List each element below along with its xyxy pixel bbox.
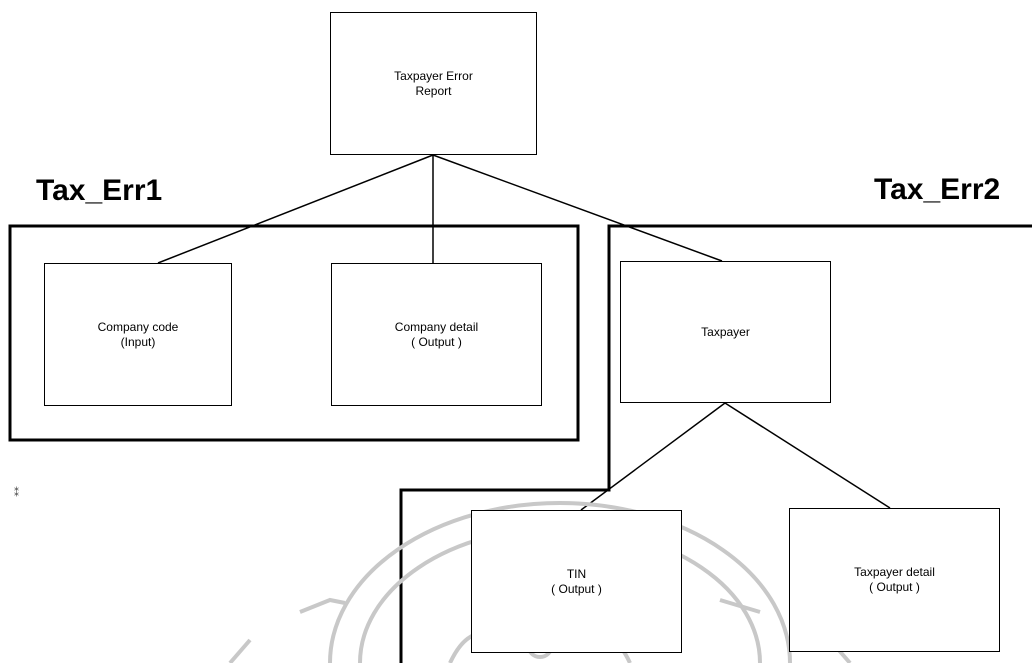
group-boundary-tax-err1 <box>8 224 580 442</box>
node-tin: TIN ( Output ) <box>471 510 682 653</box>
node-taxpayer-error-report: Taxpayer Error Report <box>330 12 537 155</box>
node-label-line2: ( Output ) <box>411 334 462 349</box>
node-label-line1: Taxpayer Error <box>394 68 473 83</box>
node-label-line1: Company detail <box>394 319 479 334</box>
connector-taxpayer-tin <box>580 402 726 511</box>
connector-root-taxpayer <box>432 154 723 262</box>
node-label-line1: Taxpayer <box>701 324 750 339</box>
node-label-line2: ( Output ) <box>869 580 920 594</box>
node-label-line1: Company code <box>97 319 179 334</box>
node-label-line1: TIN <box>566 566 587 581</box>
connector-taxpayer-detail <box>724 402 891 509</box>
node-company-detail: Company detail ( Output ) <box>331 263 542 406</box>
node-label-line2: (Input) <box>120 334 156 349</box>
node-company-code: Company code (Input) <box>44 263 232 406</box>
group-label-tax-err2: Tax_Err2 <box>874 173 1001 206</box>
scan-speck: ⁑ <box>14 487 19 499</box>
node-label-line2: ( Output ) <box>551 581 602 596</box>
group-label-tax-err1: Tax_Err1 <box>36 174 163 207</box>
node-taxpayer-detail: Taxpayer detail ( Output ) <box>789 508 1000 652</box>
connector-root-company-code <box>157 154 434 264</box>
node-label-line2: Report <box>415 83 452 98</box>
node-label-line1: Taxpayer detail <box>854 565 935 579</box>
node-taxpayer: Taxpayer <box>620 261 831 403</box>
